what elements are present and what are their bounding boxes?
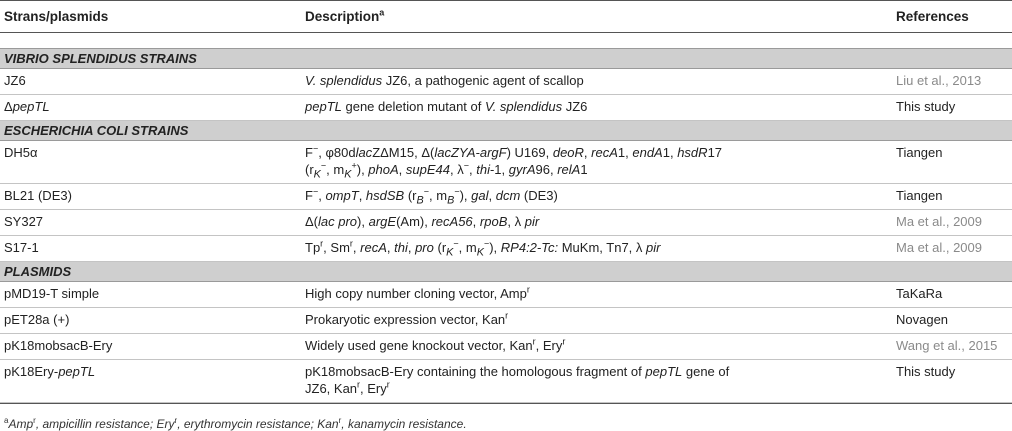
strain-description: V. splendidus JZ6, a pathogenic agent of… [305, 73, 584, 88]
header-description: Descriptiona [305, 7, 385, 24]
reference[interactable]: Liu et al., 2013 [896, 73, 982, 88]
table-footnote: aAmpr, ampicillin resistance; Eryr, eryt… [4, 416, 467, 431]
strain-name: pMD19-T simple [4, 286, 100, 301]
table-row: pK18mobsacB-Ery Widely used gene knockout… [0, 334, 1012, 360]
strain-description: F−, φ80dlacZΔM15, Δ(lacZYA-argF) U169, d… [305, 143, 723, 181]
table-row: pK18Ery-pepTL pK18mobsacB-Ery containing … [0, 360, 1012, 403]
reference: Tiangen [896, 188, 943, 203]
strain-name: S17-1 [4, 240, 39, 255]
strain-name: ΔpepTL [4, 99, 50, 114]
table-bottom-rule [0, 403, 1012, 404]
table-row: pMD19-T simple High copy number cloning v… [0, 282, 1012, 308]
reference[interactable]: Ma et al., 2009 [896, 240, 982, 255]
reference[interactable]: Wang et al., 2015 [896, 338, 998, 353]
table-row: JZ6 V. splendidus JZ6, a pathogenic agent… [0, 69, 1012, 95]
strain-name: pET28a (+) [4, 312, 70, 327]
section-header: PLASMIDS [0, 262, 1012, 282]
section-header: ESCHERICHIA COLI STRAINS [0, 121, 1012, 141]
reference: This study [896, 99, 956, 114]
table-row: SY327 Δ(lac pro), argE(Am), recA56, rpoB,… [0, 210, 1012, 236]
table-row: pET28a (+) Prokaryotic expression vector,… [0, 308, 1012, 334]
reference: Tiangen [896, 145, 943, 160]
strain-description: High copy number cloning vector, Ampr [305, 284, 530, 301]
strain-name: SY327 [4, 214, 44, 229]
header-strains: Strans/plasmids [4, 9, 109, 24]
table-row: S17-1 Tpr, Smr, recA, thi, pro (rK−, mK−)… [0, 236, 1012, 262]
strain-description: Δ(lac pro), argE(Am), recA56, rpoB, λ pi… [305, 214, 540, 229]
table-row: BL21 (DE3) F−, ompT, hsdSB (rB−, mB−), ga… [0, 184, 1012, 210]
reference: TaKaRa [896, 286, 943, 301]
strain-description: Prokaryotic expression vector, Kanr [305, 310, 509, 327]
strain-name: BL21 (DE3) [4, 188, 72, 203]
strain-name: DH5α [4, 145, 38, 160]
strain-description: pK18mobsacB-Ery containing the homologou… [305, 364, 730, 396]
table-header: Strans/plasmids Descriptiona References [0, 0, 1012, 33]
header-references: References [896, 9, 969, 24]
strain-name: pK18Ery-pepTL [4, 364, 96, 379]
section-header: VIBRIO SPLENDIDUS STRAINS [0, 48, 1012, 69]
strain-description: Tpr, Smr, recA, thi, pro (rK−, mK−), RP4… [305, 238, 661, 259]
strain-description: F−, ompT, hsdSB (rB−, mB−), gal, dcm (DE… [305, 186, 558, 207]
strain-name: JZ6 [4, 73, 26, 88]
table-row: ΔpepTL pepTL gene deletion mutant of V. s… [0, 95, 1012, 121]
strain-name: pK18mobsacB-Ery [4, 338, 113, 353]
reference[interactable]: Ma et al., 2009 [896, 214, 982, 229]
table-row: DH5α F−, φ80dlacZΔM15, Δ(lacZYA-argF) U16… [0, 141, 1012, 184]
table-body: VIBRIO SPLENDIDUS STRAINS JZ6 V. splendidu… [0, 48, 1012, 403]
strain-description: pepTL gene deletion mutant of V. splendi… [305, 99, 588, 114]
reference: This study [896, 364, 956, 379]
reference: Novagen [896, 312, 949, 327]
strain-description: Widely used gene knockout vector, Kanr, … [305, 336, 566, 353]
